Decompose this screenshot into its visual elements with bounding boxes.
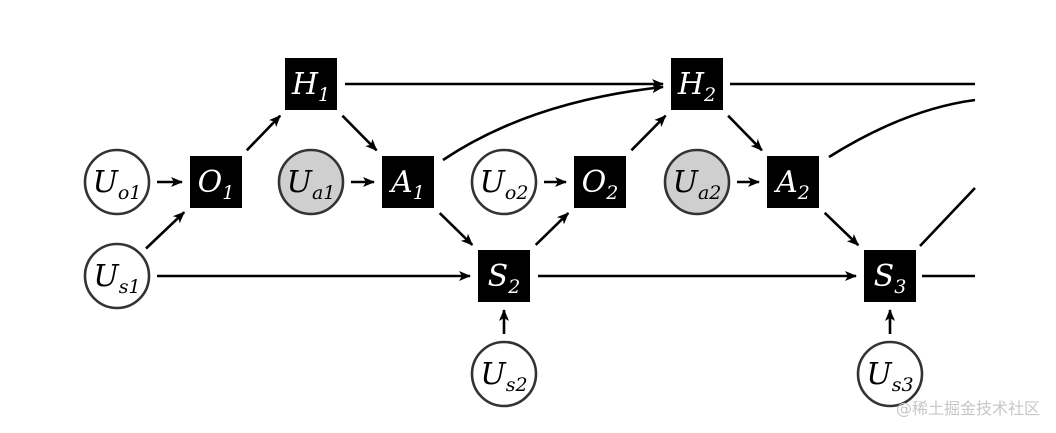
node-Ua1-shape bbox=[277, 148, 345, 216]
node-Ua2: Ua2 bbox=[663, 148, 731, 216]
node-S3-shape bbox=[864, 250, 916, 302]
node-O2-label: O2 bbox=[582, 165, 619, 204]
node-Ua1: Ua1 bbox=[277, 148, 345, 216]
edge-A2-to-S3 bbox=[823, 211, 860, 247]
watermark-text: @稀土掘金技术社区 bbox=[895, 399, 1040, 418]
node-Us3-shape bbox=[856, 340, 924, 408]
edge-S2-to-O2 bbox=[534, 212, 570, 246]
node-Uo2-shape bbox=[470, 148, 538, 216]
node-H2: H2 bbox=[671, 58, 723, 110]
node-Us3-label: Us3 bbox=[866, 357, 913, 396]
edge-A1-to-H2 bbox=[442, 83, 664, 162]
node-S2-shape bbox=[478, 250, 530, 302]
edge-Us1-to-O1 bbox=[145, 211, 186, 250]
node-O1-label: O1 bbox=[198, 165, 235, 204]
node-O2: O2 bbox=[574, 156, 626, 208]
edge-O1-to-H1 bbox=[245, 114, 282, 152]
node-Us1-shape bbox=[83, 242, 151, 310]
node-Ua2-label: Ua2 bbox=[673, 165, 722, 204]
node-Uo2: Uo2 bbox=[470, 148, 538, 216]
node-H1-label: H1 bbox=[291, 67, 330, 106]
node-Us2: Us2 bbox=[470, 340, 538, 408]
node-A1: A1 bbox=[382, 156, 434, 208]
node-Uo1: Uo1 bbox=[83, 148, 151, 216]
edge-H1-to-A1 bbox=[341, 114, 378, 152]
node-Us1: Us1 bbox=[83, 242, 151, 310]
node-Us2-shape bbox=[470, 340, 538, 408]
node-A2-label: A2 bbox=[773, 165, 810, 204]
node-S3-label: S3 bbox=[874, 259, 907, 298]
node-A1-label: A1 bbox=[388, 165, 425, 204]
node-O2-shape bbox=[574, 156, 626, 208]
node-A2-shape bbox=[767, 156, 819, 208]
node-H2-label: H2 bbox=[677, 67, 716, 106]
node-S3: S3 bbox=[864, 250, 916, 302]
edge-H2-to-A2 bbox=[727, 114, 763, 152]
edge-O2-to-H2 bbox=[630, 114, 667, 152]
node-H1: H1 bbox=[285, 58, 337, 110]
node-O1: O1 bbox=[190, 156, 242, 208]
node-Uo1-label: Uo1 bbox=[93, 165, 142, 204]
edge-S3-offscreen bbox=[919, 187, 976, 247]
node-S2-label: S2 bbox=[488, 259, 521, 298]
node-Uo2-label: Uo2 bbox=[480, 165, 529, 204]
node-Us1-label: Us1 bbox=[93, 259, 140, 298]
node-O1-shape bbox=[190, 156, 242, 208]
edge-A2-offscreen bbox=[828, 98, 976, 159]
node-A1-shape bbox=[382, 156, 434, 208]
node-Ua1-label: Ua1 bbox=[287, 165, 336, 204]
node-H1-shape bbox=[285, 58, 337, 110]
edge-A1-to-S2 bbox=[438, 212, 474, 246]
node-S2: S2 bbox=[478, 250, 530, 302]
node-Us2-label: Us2 bbox=[480, 357, 527, 396]
node-Us3: Us3 bbox=[856, 340, 924, 408]
node-Ua2-shape bbox=[663, 148, 731, 216]
node-Uo1-shape bbox=[83, 148, 151, 216]
node-H2-shape bbox=[671, 58, 723, 110]
node-A2: A2 bbox=[767, 156, 819, 208]
